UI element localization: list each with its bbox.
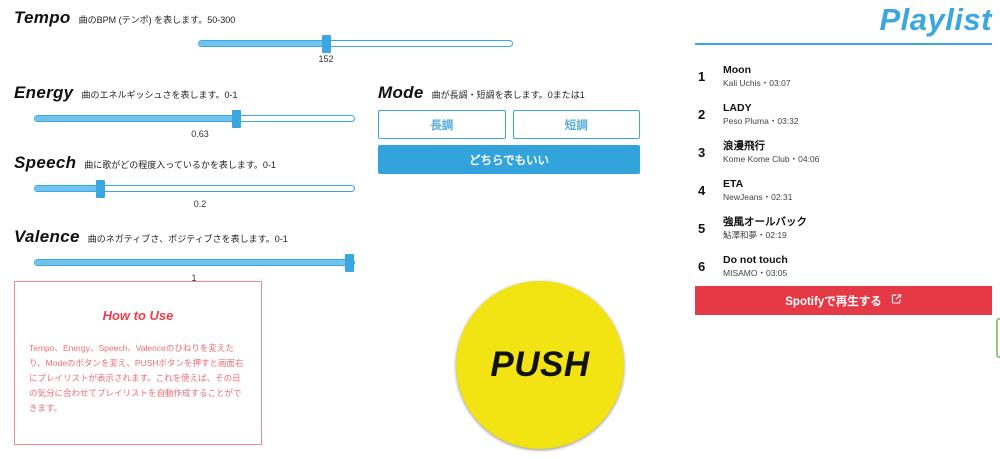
track-row[interactable]: 5 強風オールバック 鮎澤和夢・02:19 <box>695 209 1000 247</box>
param-header-tempo: Tempo 曲のBPM (テンポ) を表します。50-300 <box>14 8 235 28</box>
mode-button-major[interactable]: 長調 <box>378 110 506 139</box>
mode-button-minor[interactable]: 短調 <box>512 110 640 139</box>
track-index: 2 <box>698 106 706 122</box>
slider-value-tempo: 152 <box>318 54 334 64</box>
mode-button-either[interactable]: どちらでもいい <box>378 145 640 174</box>
slider-fill-valence <box>35 260 348 265</box>
param-header-speech: Speech 曲に歌がどの程度入っているかを表します。0-1 <box>14 153 276 173</box>
slider-value-energy: 0.63 <box>191 129 209 139</box>
external-link-icon <box>891 293 902 308</box>
track-title: LADY <box>723 101 752 114</box>
playlist-panel: Playlist 1 Moon Kali Uchis・03:07 2 LADY … <box>695 0 1000 459</box>
param-label-valence: Valence <box>14 227 80 246</box>
slider-value-speech: 0.2 <box>193 199 207 209</box>
track-index: 3 <box>698 144 706 160</box>
track-row[interactable]: 1 Moon Kali Uchis・03:07 <box>695 57 1000 95</box>
track-list: 1 Moon Kali Uchis・03:07 2 LADY Peso Plum… <box>695 57 1000 285</box>
slider-thumb-energy[interactable] <box>232 110 241 128</box>
track-meta: Kome Kome Club・04:06 <box>723 153 820 164</box>
slider-track-tempo[interactable] <box>198 40 513 47</box>
track-title: 強風オールバック <box>723 215 807 228</box>
slider-thumb-speech[interactable] <box>96 180 105 198</box>
track-index: 6 <box>698 258 706 274</box>
param-desc-speech: 曲に歌がどの程度入っているかを表します。0-1 <box>84 160 276 170</box>
track-info: ETA NewJeans・02:31 <box>723 177 792 203</box>
how-to-use-box: How to Use Tempo、Energy、Speech、Valenceのひ… <box>14 281 262 445</box>
slider-track-speech[interactable] <box>34 185 355 192</box>
track-meta: MISAMO・03:05 <box>723 267 788 278</box>
param-label-mode: Mode <box>378 83 424 102</box>
track-index: 1 <box>698 68 706 84</box>
param-header-valence: Valence 曲のネガティブさ、ポジティブさを表します。0-1 <box>14 227 288 247</box>
clipped-green-widget[interactable] <box>996 318 1000 358</box>
track-row[interactable]: 4 ETA NewJeans・02:31 <box>695 171 1000 209</box>
param-desc-tempo: 曲のBPM (テンポ) を表します。50-300 <box>78 15 236 25</box>
spotify-play-button-label: Spotifyで再生する <box>785 295 882 308</box>
slider-speech[interactable]: 0.2 <box>34 179 355 209</box>
track-title: Do not touch <box>723 253 788 266</box>
track-info: Do not touch MISAMO・03:05 <box>723 253 788 279</box>
track-title: 浪漫飛行 <box>723 139 765 152</box>
track-row[interactable]: 6 Do not touch MISAMO・03:05 <box>695 247 1000 285</box>
playlist-title: Playlist <box>879 2 992 37</box>
track-meta: NewJeans・02:31 <box>723 191 793 202</box>
param-header-mode: Mode 曲が長調・短調を表します。0または1 <box>378 83 585 103</box>
track-meta: Peso Pluma・03:32 <box>723 115 799 126</box>
playlist-divider <box>695 43 992 45</box>
slider-fill-energy <box>35 116 235 121</box>
track-info: 浪漫飛行 Kome Kome Club・04:06 <box>723 139 819 165</box>
how-to-use-title: How to Use <box>102 308 174 323</box>
slider-fill-speech <box>35 186 99 191</box>
slider-value-valence: 1 <box>191 273 197 283</box>
how-to-use-body: Tempo、Energy、Speech、Valenceのひねりを変えたり、Mod… <box>29 343 244 413</box>
param-header-energy: Energy 曲のエネルギッシュさを表します。0-1 <box>14 83 238 103</box>
slider-tempo[interactable]: 152 <box>198 34 513 64</box>
param-label-tempo: Tempo <box>14 8 71 27</box>
slider-thumb-valence[interactable] <box>345 254 354 272</box>
param-desc-mode: 曲が長調・短調を表します。0または1 <box>431 90 585 100</box>
controls-panel: Tempo 曲のBPM (テンポ) を表します。50-300 152 Energ… <box>14 8 640 449</box>
track-row[interactable]: 3 浪漫飛行 Kome Kome Club・04:06 <box>695 133 1000 171</box>
slider-valence[interactable]: 1 <box>34 253 355 283</box>
track-title: Moon <box>723 63 751 76</box>
mode-button-row: 長調 短調 <box>378 110 640 139</box>
track-index: 4 <box>698 182 706 198</box>
track-info: 強風オールバック 鮎澤和夢・02:19 <box>723 215 807 241</box>
param-desc-valence: 曲のネガティブさ、ポジティブさを表します。0-1 <box>87 234 288 244</box>
track-row[interactable]: 2 LADY Peso Pluma・03:32 <box>695 95 1000 133</box>
slider-thumb-tempo[interactable] <box>322 35 331 53</box>
param-desc-energy: 曲のエネルギッシュさを表します。0-1 <box>81 90 238 100</box>
slider-fill-tempo <box>199 41 325 46</box>
track-info: Moon Kali Uchis・03:07 <box>723 63 791 89</box>
track-meta: 鮎澤和夢・02:19 <box>723 229 787 240</box>
push-button[interactable]: PUSH <box>456 281 624 449</box>
track-meta: Kali Uchis・03:07 <box>723 77 791 88</box>
spotify-play-button[interactable]: Spotifyで再生する <box>695 286 992 315</box>
track-title: ETA <box>723 177 744 190</box>
slider-energy[interactable]: 0.63 <box>34 109 355 139</box>
push-button-label: PUSH <box>490 345 590 384</box>
track-index: 5 <box>698 220 706 236</box>
param-label-speech: Speech <box>14 153 77 172</box>
param-label-energy: Energy <box>14 83 74 102</box>
track-info: LADY Peso Pluma・03:32 <box>723 101 799 127</box>
